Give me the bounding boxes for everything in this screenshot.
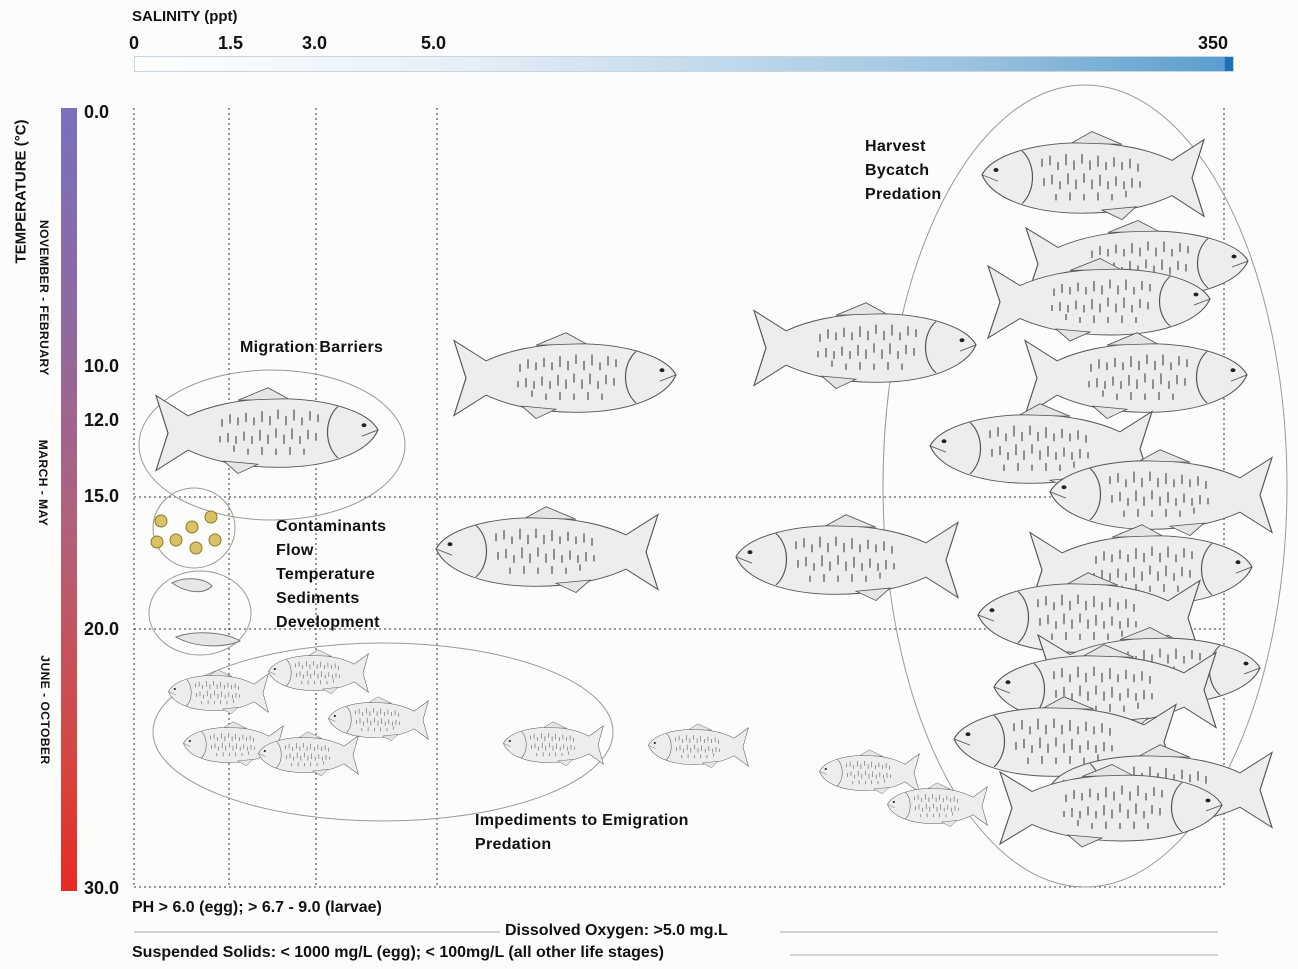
predation-label-adult: Predation	[865, 186, 942, 203]
suspended-solids-requirement: Suspended Solids: < 1000 mg/L (egg); < 1…	[132, 944, 664, 961]
temp-tick-30: 30.0	[84, 878, 120, 898]
contaminants-label-list: Contaminants Flow Temperature Sediments …	[276, 515, 386, 635]
predation-label-juvenile: Predation	[475, 836, 552, 853]
temp-tick-15: 15.0	[84, 486, 120, 506]
salinity-title: SALINITY (ppt)	[132, 8, 238, 25]
ph-requirement: PH > 6.0 (egg); > 6.7 - 9.0 (larvae)	[132, 899, 382, 916]
adult-group-ellipse	[882, 84, 1288, 888]
larva-group-ellipse	[148, 570, 252, 656]
juvenile-group-ellipse	[152, 642, 614, 822]
temperature-label: Temperature	[276, 566, 376, 583]
salinity-tick-5-0: 5.0	[421, 33, 447, 53]
larva-icon	[171, 578, 242, 647]
harvest-label: Harvest	[865, 138, 926, 155]
sediments-label: Sediments	[276, 590, 360, 607]
salinity-tick-0: 0	[129, 33, 140, 53]
bycatch-label: Bycatch	[865, 162, 930, 179]
salinity-tick-3-0: 3.0	[302, 33, 328, 53]
impediments-label: Impediments to Emigration	[475, 812, 689, 829]
egg-icon	[150, 510, 222, 555]
temperature-scale-bar	[61, 108, 77, 891]
temp-tick-20: 20.0	[84, 619, 120, 639]
migration-group-ellipse	[138, 369, 406, 521]
contaminants-label: Contaminants	[276, 518, 387, 535]
gridlines	[133, 108, 1225, 888]
flow-label: Flow	[276, 542, 314, 559]
dissolved-oxygen-requirement: Dissolved Oxygen: >5.0 mg.L	[505, 922, 728, 939]
fish-icon	[155, 130, 1273, 848]
salinity-scale-bar	[134, 56, 1234, 72]
temp-tick-0: 0.0	[84, 102, 110, 122]
egg-group-ellipse	[152, 487, 236, 569]
temp-tick-12: 12.0	[84, 410, 120, 430]
impediments-label-list: Impediments to Emigration Predation	[475, 809, 689, 857]
salinity-tick-350: 350	[1198, 33, 1229, 53]
migration-barriers-label: Migration Barriers	[240, 339, 384, 356]
development-label: Development	[276, 614, 380, 631]
salinity-tick-1-5: 1.5	[218, 33, 244, 53]
temp-tick-10: 10.0	[84, 356, 120, 376]
harvest-label-list: Harvest Bycatch Predation	[865, 135, 942, 207]
